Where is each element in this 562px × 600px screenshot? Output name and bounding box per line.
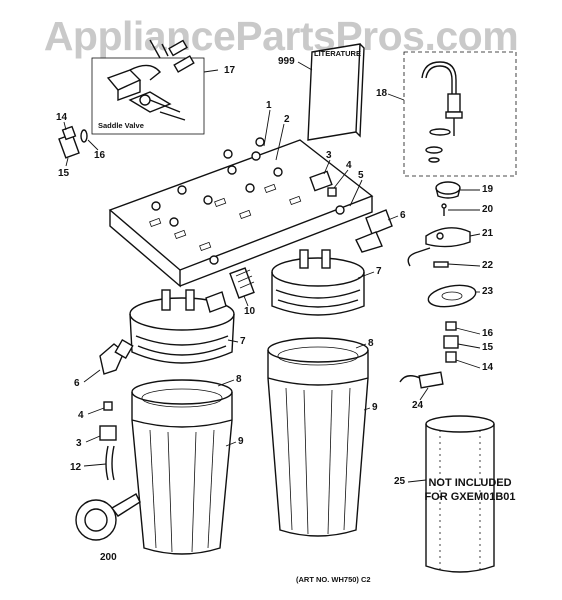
callout-2: 2 [284, 114, 290, 125]
callout-4-left: 4 [78, 410, 84, 421]
callout-3-left: 3 [76, 438, 82, 449]
mounting-bracket: 1 2 [108, 100, 374, 288]
callout-6-left: 6 [74, 378, 80, 389]
callout-200: 200 [100, 552, 117, 563]
callout-19: 19 [482, 184, 494, 195]
callout-22: 22 [482, 260, 494, 271]
connector-nipple: 10 [229, 267, 256, 317]
not-included-line2: FOR GXEM01B01 [424, 491, 515, 503]
bracket-fittings: 3 4 5 6 [309, 150, 406, 253]
callout-17: 17 [224, 65, 236, 76]
left-filter-housing: 8 9 [131, 374, 244, 555]
callout-5: 5 [358, 170, 364, 181]
callout-14-right: 14 [482, 362, 494, 373]
callout-16-right: 16 [482, 328, 494, 339]
watermark-text: AppliancePartsPros.com [44, 13, 518, 59]
literature-label: LITERATURE [314, 49, 361, 58]
callout-16-left: 16 [94, 150, 106, 161]
not-included-line1: NOT INCLUDED [428, 477, 511, 489]
left-fittings: 14 16 15 [56, 112, 106, 179]
faucet-base-parts: 19 20 21 22 23 16 15 14 24 [399, 181, 494, 411]
callout-21: 21 [482, 228, 494, 239]
callout-10: 10 [244, 306, 256, 317]
right-filter-housing: 8 9 [267, 337, 378, 537]
left-small-parts: 4 3 12 [70, 401, 117, 481]
callout-14-left: 14 [56, 112, 68, 123]
saddle-valve-inset: Saddle Valve 17 [91, 39, 236, 135]
callout-18: 18 [376, 88, 388, 99]
saddle-valve-label: Saddle Valve [98, 121, 144, 130]
right-filter-head: 7 [271, 249, 382, 316]
faucet-inset: 18 [376, 51, 517, 177]
callout-24: 24 [412, 400, 424, 411]
callout-20: 20 [482, 204, 494, 215]
callout-7-right: 7 [376, 266, 382, 277]
callout-3-top: 3 [326, 150, 332, 161]
literature-booklet: LITERATURE 999 [278, 43, 365, 141]
callout-15-left: 15 [58, 168, 70, 179]
left-filter-head: 7 [129, 289, 246, 364]
callout-25: 25 [394, 476, 406, 487]
callout-12: 12 [70, 462, 82, 473]
housing-wrench: 200 [75, 493, 141, 563]
callout-9-left: 9 [238, 436, 244, 447]
callout-4-top: 4 [346, 160, 352, 171]
callout-9-right: 9 [372, 402, 378, 413]
callout-8-left: 8 [236, 374, 242, 385]
left-elbow-fitting: 6 [74, 338, 134, 389]
callout-15-right: 15 [482, 342, 494, 353]
callout-8-right: 8 [368, 338, 374, 349]
callout-7-left: 7 [240, 336, 246, 347]
callout-1: 1 [266, 100, 272, 111]
art-number: (ART NO. WH750) C2 [296, 575, 371, 584]
callout-6-right: 6 [400, 210, 406, 221]
filter-cartridge: NOT INCLUDED FOR GXEM01B01 25 [394, 415, 516, 573]
callout-999: 999 [278, 56, 295, 67]
callout-23: 23 [482, 286, 494, 297]
